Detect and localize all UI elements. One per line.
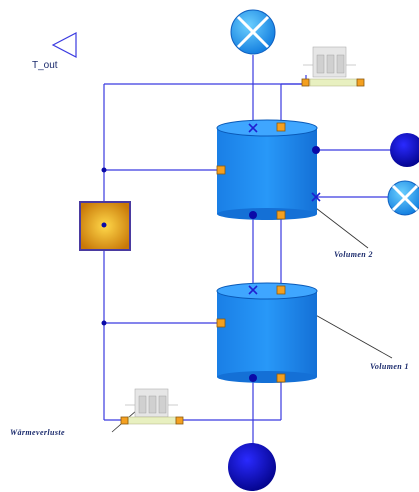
tank2-top-port <box>276 122 286 132</box>
right-port-ball-icon[interactable] <box>390 133 419 167</box>
t-out-label: T_out <box>32 60 58 71</box>
tank-volumen-1[interactable] <box>216 282 318 383</box>
top-sensor-icon[interactable] <box>230 9 276 55</box>
cross-markers <box>248 123 321 295</box>
junction-dots <box>101 167 107 326</box>
tank1-top-port <box>276 285 286 295</box>
volumen-2-label: Volumen 2 <box>334 250 373 259</box>
tank2-right-connector <box>312 146 320 154</box>
tank1-side-port <box>216 318 226 328</box>
right-sensor-icon[interactable] <box>387 180 419 216</box>
tank2-side-port <box>216 165 226 175</box>
tank1-bottom-port <box>276 373 286 383</box>
waermeverluste-label: Wärmeverluste <box>10 428 65 437</box>
tank-volumen-2[interactable] <box>216 119 318 220</box>
top-controller-block-icon[interactable] <box>301 46 365 87</box>
t-out-triangle-icon[interactable] <box>51 32 77 58</box>
tank-ports[interactable] <box>216 122 320 383</box>
bottom-port-ball-icon[interactable] <box>228 443 276 491</box>
tank2-bottom-connector <box>249 211 257 219</box>
tank1-bottom-connector <box>249 374 257 382</box>
volumen-1-label: Volumen 1 <box>370 362 409 371</box>
bottom-controller-block-icon[interactable] <box>120 388 184 425</box>
tank2-bottom-port <box>276 210 286 220</box>
